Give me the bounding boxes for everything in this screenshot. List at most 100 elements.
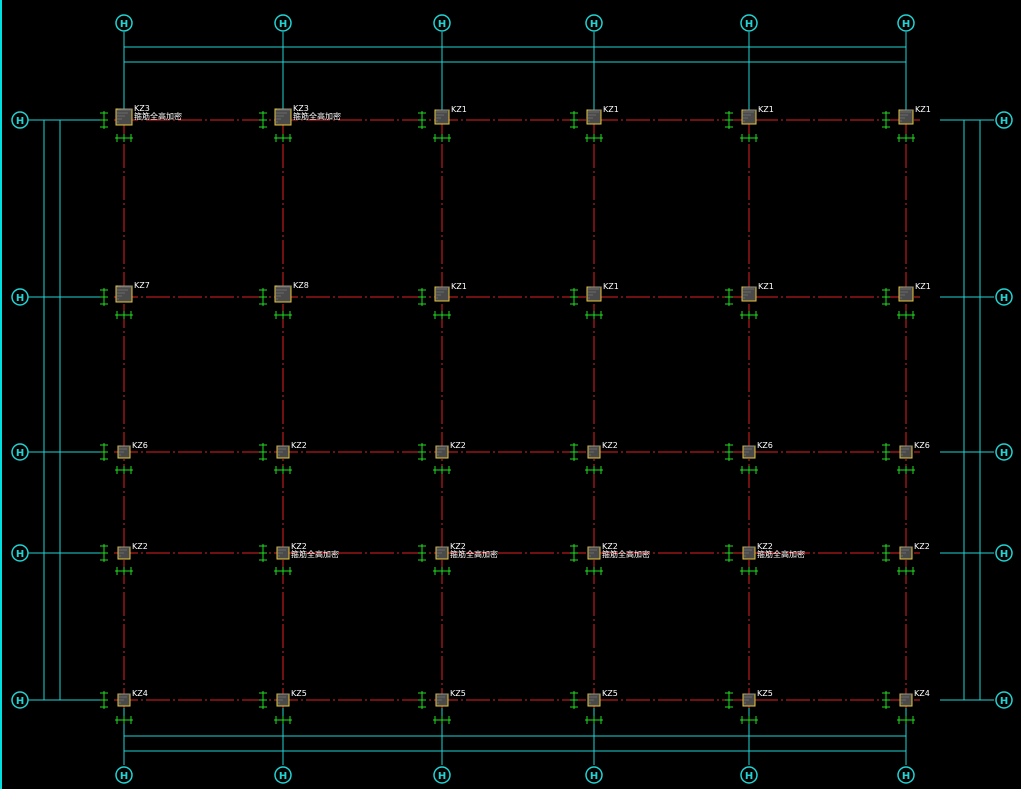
rebar-marks <box>100 111 915 724</box>
column-kz1: KZ1 <box>586 282 619 302</box>
axis-bubble: H <box>115 766 133 784</box>
column-label: KZ1 <box>758 105 774 114</box>
axis-bubble-label: H <box>1000 549 1008 560</box>
column-kz1: KZ1 <box>586 105 619 125</box>
axis-bubble-label: H <box>16 696 24 707</box>
column-label: KZ1 <box>758 282 774 291</box>
column-section <box>274 285 292 303</box>
axis-bubble-label: H <box>16 549 24 560</box>
axis-bubble-label: H <box>120 771 128 782</box>
axis-bubble-circle <box>740 766 758 784</box>
column-label: KZ6 <box>757 441 773 450</box>
axis-bubble-label: H <box>745 771 753 782</box>
column-label: KZ5 <box>450 689 466 698</box>
column-kz5: KZ5 <box>742 689 773 707</box>
column-kz1: KZ1 <box>898 282 931 302</box>
column-kz5: KZ5 <box>435 689 466 707</box>
axis-bubble: H <box>995 288 1013 306</box>
axis-bubble-circle <box>433 14 451 32</box>
axis-bubble-label: H <box>438 19 446 30</box>
column-label: KZ2 <box>602 542 618 551</box>
column-kz6: KZ6 <box>742 441 773 459</box>
column-label: KZ4 <box>914 689 930 698</box>
column-label: KZ1 <box>451 282 467 291</box>
axis-bubble-circle <box>995 443 1013 461</box>
axis-bubble: H <box>115 14 133 32</box>
axis-bubble-circle <box>740 14 758 32</box>
column-kz6: KZ6 <box>899 441 930 459</box>
column-kz6: KZ6 <box>117 441 148 459</box>
axis-bubble: H <box>11 443 29 461</box>
axis-bubble-label: H <box>1000 116 1008 127</box>
column-kz5: KZ5 <box>276 689 307 707</box>
column-note: 箍筋全高加密 <box>450 549 498 559</box>
column-note: 箍筋全高加密 <box>757 549 805 559</box>
axis-bubble: H <box>740 14 758 32</box>
column-section <box>115 108 133 126</box>
axis-bubble-circle <box>115 766 133 784</box>
column-kz4: KZ4 <box>899 689 930 707</box>
column-kz1: KZ1 <box>434 105 467 125</box>
column-kz1: KZ1 <box>741 282 774 302</box>
column-kz7: KZ7 <box>115 281 150 303</box>
axis-bubble: H <box>995 691 1013 709</box>
axis-bubble: H <box>740 766 758 784</box>
axis-bubble-label: H <box>902 19 910 30</box>
column-kz2: KZ2 <box>587 441 618 459</box>
column-kz2: KZ2 <box>899 542 930 560</box>
column-label: KZ1 <box>451 105 467 114</box>
axis-bubble: H <box>433 766 451 784</box>
column-label: KZ2 <box>450 441 466 450</box>
axis-bubble-circle <box>585 14 603 32</box>
column-label: KZ2 <box>291 441 307 450</box>
column-label: KZ1 <box>915 105 931 114</box>
axis-bubble: H <box>11 691 29 709</box>
column-note: 箍筋全高加密 <box>602 549 650 559</box>
axis-bubble-label: H <box>1000 293 1008 304</box>
axis-bubble: H <box>11 111 29 129</box>
column-label: KZ8 <box>293 281 309 290</box>
column-label: KZ2 <box>757 542 773 551</box>
column-label: KZ3 <box>134 104 150 113</box>
axis-bubble-circle <box>995 288 1013 306</box>
axis-bubble: H <box>585 14 603 32</box>
axis-bubble-circle <box>115 14 133 32</box>
column-section <box>274 108 292 126</box>
column-label: KZ6 <box>914 441 930 450</box>
axis-bubble-circle <box>11 288 29 306</box>
axis-bubble-circle <box>897 14 915 32</box>
axis-bubble-label: H <box>16 293 24 304</box>
column-label: KZ1 <box>603 105 619 114</box>
column-note: 箍筋全高加密 <box>134 111 182 121</box>
column-label: KZ2 <box>914 542 930 551</box>
axis-bubble: H <box>433 14 451 32</box>
dimension-lines <box>28 32 994 765</box>
axis-bubble-circle <box>995 691 1013 709</box>
axis-bubble: H <box>274 766 292 784</box>
column-label: KZ5 <box>291 689 307 698</box>
axis-bubble-label: H <box>590 19 598 30</box>
column-label: KZ1 <box>915 282 931 291</box>
column-kz1: KZ1 <box>898 105 931 125</box>
axis-bubble-circle <box>11 691 29 709</box>
axis-bubble-label: H <box>1000 696 1008 707</box>
column-label: KZ4 <box>132 689 148 698</box>
column-kz1: KZ1 <box>741 105 774 125</box>
column-label: KZ2 <box>132 542 148 551</box>
axis-grid-lines <box>114 112 920 708</box>
column-kz4: KZ4 <box>117 689 148 707</box>
column-note: 箍筋全高加密 <box>291 549 339 559</box>
axis-bubble-circle <box>274 14 292 32</box>
column-kz8: KZ8 <box>274 281 309 303</box>
column-label: KZ5 <box>602 689 618 698</box>
axis-bubble-label: H <box>902 771 910 782</box>
axis-bubble-label: H <box>16 116 24 127</box>
column-label: KZ2 <box>450 542 466 551</box>
axis-bubble-label: H <box>279 19 287 30</box>
axis-bubble: H <box>995 111 1013 129</box>
axis-bubble-label: H <box>590 771 598 782</box>
